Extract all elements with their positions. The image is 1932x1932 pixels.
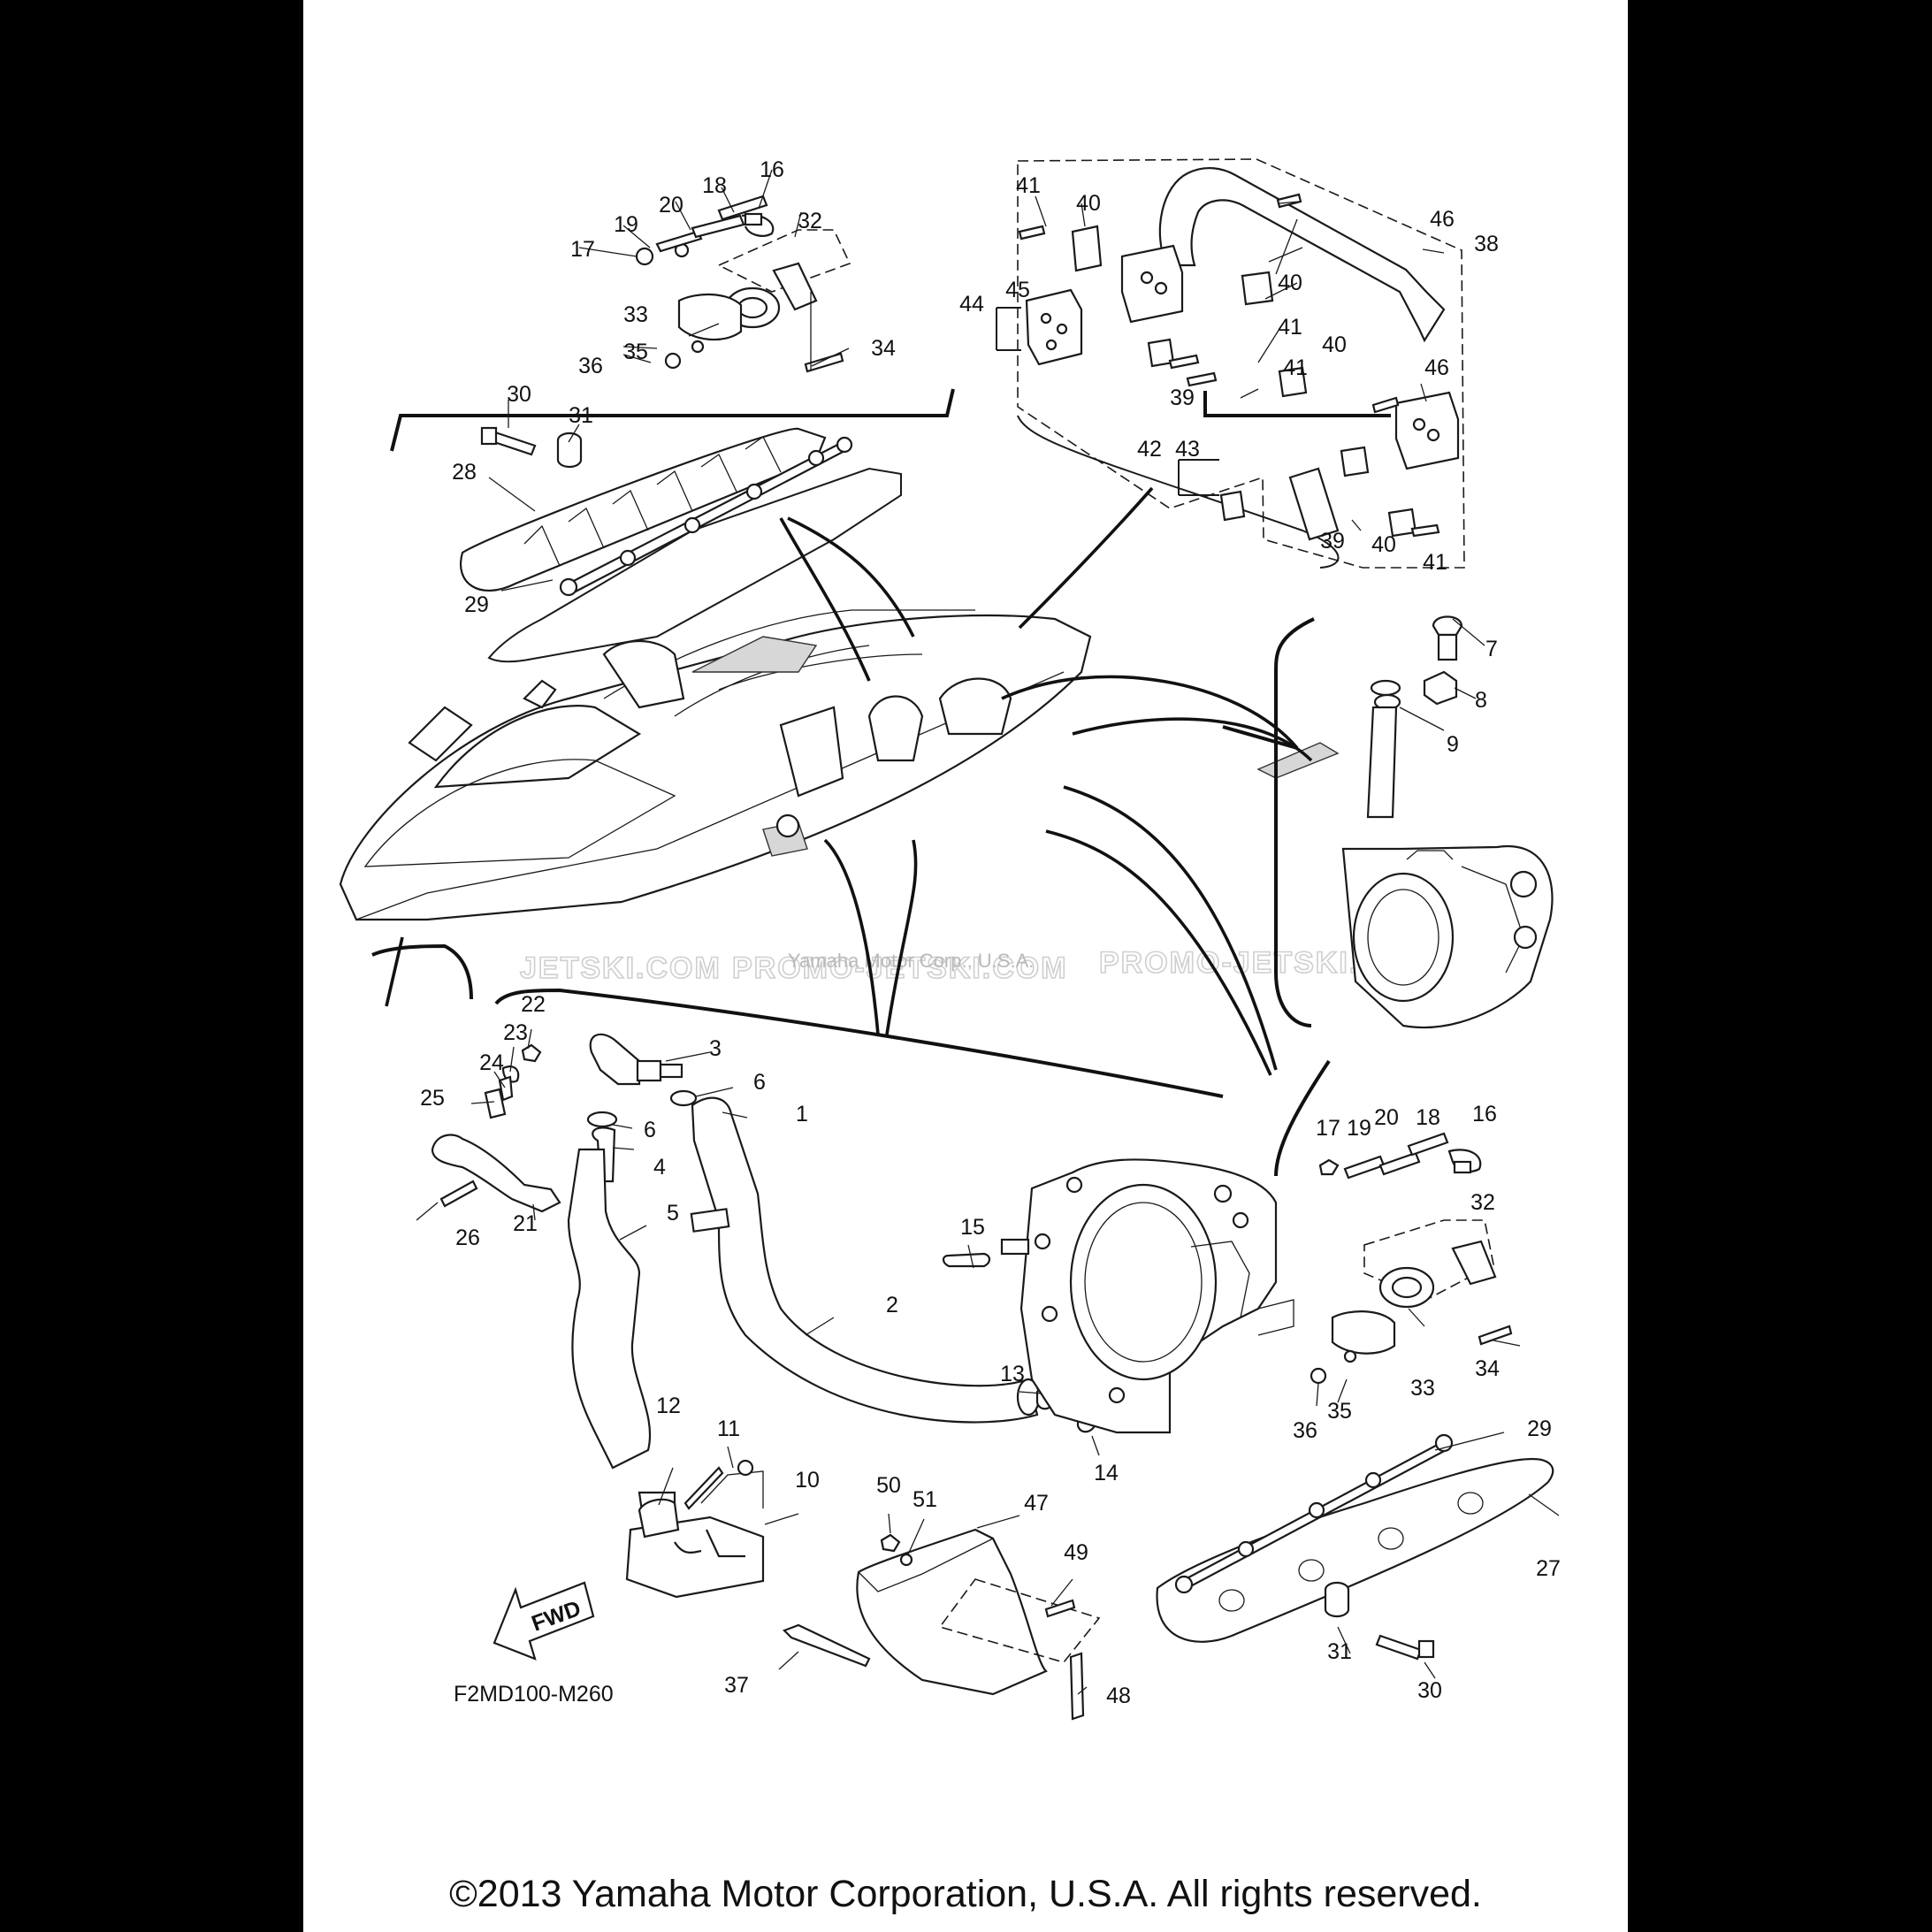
callout-6-b: 6 — [644, 1118, 656, 1142]
rail-assembly-top — [390, 169, 1391, 663]
rear-cover — [778, 1513, 1101, 1721]
callout-32-b: 32 — [1470, 1190, 1495, 1215]
callout-30-b: 30 — [1417, 1678, 1442, 1703]
callout-40-a: 40 — [1076, 191, 1101, 216]
watermark-overlay-text: Yamaha Motor Corp., U.S.A. — [788, 950, 1034, 972]
callout-7: 7 — [1485, 637, 1498, 661]
callout-20: 20 — [659, 193, 683, 218]
callout-41-c: 41 — [1283, 355, 1308, 380]
callout-46-a: 46 — [1430, 207, 1455, 232]
callout-24: 24 — [479, 1050, 504, 1075]
callout-6-a: 6 — [753, 1070, 766, 1095]
water-hoses — [567, 1033, 1100, 1599]
callout-31-b: 31 — [1327, 1639, 1352, 1664]
callout-45: 45 — [1005, 278, 1030, 302]
callout-29-b: 29 — [1527, 1417, 1552, 1441]
callout-30: 30 — [507, 382, 531, 407]
watermark-left-text: JETSKI.COM — [520, 951, 722, 985]
callout-40-c: 40 — [1322, 332, 1347, 357]
callout-29: 29 — [464, 592, 489, 617]
callout-9: 9 — [1447, 732, 1459, 757]
callout-41-b: 41 — [1278, 315, 1302, 340]
pointer-arrows — [371, 486, 1331, 1177]
callout-21: 21 — [513, 1211, 538, 1236]
callout-19: 19 — [614, 212, 638, 237]
callout-31: 31 — [569, 403, 593, 428]
forward-direction-marker: FWD — [493, 1581, 595, 1661]
pump-housing — [1000, 1158, 1294, 1434]
callout-35-b: 35 — [1327, 1399, 1352, 1424]
callout-18-b: 18 — [1416, 1105, 1440, 1130]
callout-12: 12 — [656, 1394, 681, 1418]
callout-47: 47 — [1024, 1491, 1049, 1516]
callout-40-d: 40 — [1371, 532, 1396, 557]
callout-39-b: 39 — [1320, 529, 1345, 554]
copyright-notice: ©2013 Yamaha Motor Corporation, U.S.A. A… — [449, 1873, 1482, 1915]
callout-15: 15 — [960, 1215, 985, 1240]
callout-46-b: 46 — [1424, 355, 1449, 380]
callout-38: 38 — [1474, 232, 1499, 256]
callout-41-d: 41 — [1423, 550, 1447, 575]
callout-33: 33 — [623, 302, 648, 327]
callout-16: 16 — [760, 157, 784, 182]
callout-39-a: 39 — [1170, 386, 1195, 410]
callout-5: 5 — [667, 1201, 679, 1226]
group-bracket — [390, 388, 955, 452]
callout-1: 1 — [796, 1102, 808, 1126]
callout-37: 37 — [724, 1673, 749, 1698]
callout-36: 36 — [578, 354, 603, 378]
callout-numbers: 16 17 18 19 20 32 33 34 35 36 30 31 28 2… — [420, 157, 1561, 1708]
callout-34-b: 34 — [1475, 1356, 1500, 1381]
rail-assembly-bottom — [1156, 1132, 1560, 1679]
callout-36-b: 36 — [1293, 1418, 1317, 1443]
watercraft-hull — [339, 609, 1340, 921]
callout-19-b: 19 — [1347, 1116, 1371, 1141]
callout-41-a: 41 — [1016, 173, 1041, 198]
callout-2: 2 — [886, 1293, 898, 1317]
callout-50: 50 — [876, 1473, 901, 1498]
callout-16-b: 16 — [1472, 1102, 1497, 1126]
callout-49: 49 — [1064, 1540, 1088, 1565]
grab-handle-assembly — [996, 158, 1465, 569]
callout-4: 4 — [653, 1155, 666, 1180]
callout-43: 43 — [1175, 437, 1200, 462]
callout-20-b: 20 — [1374, 1105, 1399, 1130]
callout-32: 32 — [798, 209, 822, 233]
callout-17-b: 17 — [1316, 1116, 1340, 1141]
callout-3: 3 — [709, 1036, 722, 1061]
callout-51: 51 — [913, 1487, 937, 1512]
callout-48: 48 — [1106, 1684, 1131, 1708]
callout-14: 14 — [1094, 1461, 1119, 1485]
callout-33-b: 33 — [1410, 1376, 1435, 1401]
callout-44: 44 — [959, 292, 984, 317]
callout-25: 25 — [420, 1086, 445, 1111]
diagram-code: F2MD100-M260 — [454, 1682, 614, 1707]
callout-34: 34 — [871, 336, 896, 361]
callout-28: 28 — [452, 460, 477, 485]
exploded-parts-diagram: JETSKI.COM PROMO-JETSKI.COM PROMO-JETSKI… — [339, 157, 1561, 1721]
callout-leaders — [488, 169, 850, 592]
jet-pump-detail — [1341, 615, 1554, 1029]
callout-11: 11 — [717, 1417, 740, 1441]
callout-35: 35 — [623, 340, 648, 364]
callout-40-b: 40 — [1278, 271, 1302, 295]
callout-18: 18 — [702, 173, 727, 198]
callout-27: 27 — [1536, 1556, 1561, 1581]
callout-17: 17 — [570, 237, 595, 262]
callout-22: 22 — [521, 992, 546, 1017]
callout-13: 13 — [1000, 1362, 1025, 1386]
callout-8: 8 — [1475, 688, 1487, 713]
front-bracket — [416, 1028, 561, 1221]
callout-42: 42 — [1137, 437, 1162, 462]
callout-26: 26 — [455, 1226, 480, 1250]
parts-diagram-sheet: JETSKI.COM PROMO-JETSKI.COM PROMO-JETSKI… — [303, 0, 1628, 1932]
callout-10: 10 — [795, 1468, 820, 1493]
callout-23: 23 — [503, 1020, 528, 1045]
watermark: JETSKI.COM PROMO-JETSKI.COM PROMO-JETSKI… — [519, 945, 1433, 986]
